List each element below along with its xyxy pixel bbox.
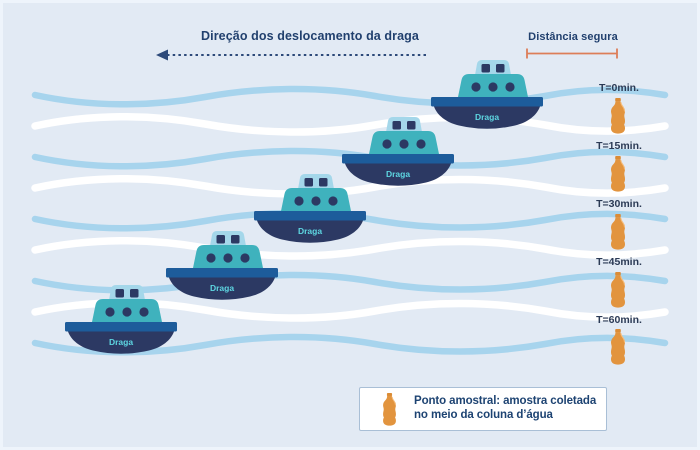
sample-bottle-icon <box>382 392 397 426</box>
dredge-boat-icon: Draga <box>254 174 366 243</box>
sample-bottle-icon <box>610 213 626 251</box>
wave-line <box>31 85 669 108</box>
boat-hull-label: Draga <box>109 337 133 347</box>
direction-arrow-left-icon <box>156 49 428 61</box>
safe-distance-title: Distância segura <box>528 31 618 43</box>
wave-line <box>31 271 669 294</box>
wave-line <box>31 333 669 356</box>
dredge-boat-icon: Draga <box>431 60 543 129</box>
sample-bottle-icon <box>610 155 626 193</box>
wave-line <box>31 113 669 136</box>
direction-title: Direção dos deslocamento da draga <box>201 29 419 43</box>
dredge-boat-icon: Draga <box>166 231 278 300</box>
safe-distance-ruler-icon <box>526 48 618 59</box>
boat-hull-label: Draga <box>386 169 410 179</box>
wave-line <box>31 237 669 260</box>
boat-hull-label: Draga <box>210 283 234 293</box>
sample-time-label: T=15min. <box>596 140 642 152</box>
sample-time-label: T=60min. <box>596 314 642 326</box>
wave-line <box>31 209 669 232</box>
water-waves <box>31 85 669 356</box>
sample-time-label: T=0min. <box>599 82 639 94</box>
sample-bottle-icon <box>610 97 626 135</box>
wave-line <box>31 175 669 198</box>
sample-time-label: T=30min. <box>596 198 642 210</box>
legend: Ponto amostral: amostra coletada no meio… <box>359 387 607 431</box>
legend-line-1: Ponto amostral: amostra coletada <box>414 395 597 408</box>
sample-time-label: T=45min. <box>596 256 642 268</box>
sample-bottle-icon <box>610 328 626 366</box>
legend-text: Ponto amostral: amostra coletada no meio… <box>414 395 596 422</box>
dredge-boat-icon: Draga <box>342 117 454 186</box>
dredge-boat-icon: Draga <box>65 285 177 354</box>
boat-hull-label: Draga <box>298 226 322 236</box>
boat-hull-label: Draga <box>475 112 499 122</box>
legend-line-2: no meio da coluna d’água <box>414 409 553 421</box>
